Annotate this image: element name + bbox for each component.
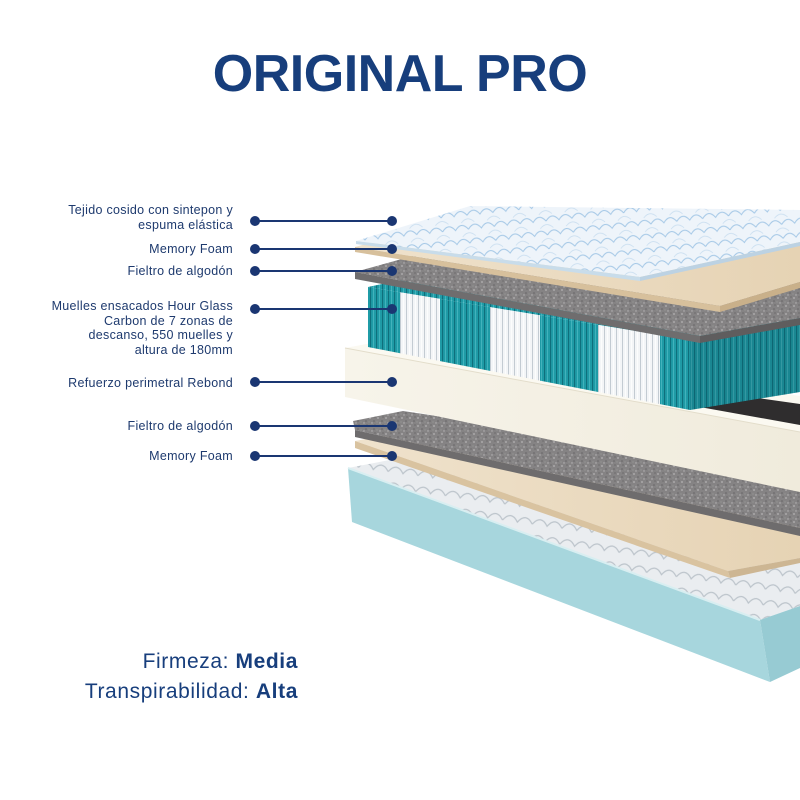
connector-cotton-felt-bottom: [250, 421, 397, 431]
connector-dot: [250, 216, 260, 226]
quilted-top-right-edge: [640, 242, 800, 281]
connector-memory-foam-bottom: [250, 451, 397, 461]
base-front-face: [348, 468, 770, 682]
connector-dot: [387, 451, 397, 461]
cotton-felt-top-right-edge: [700, 318, 800, 343]
layer-base: [347, 459, 800, 682]
connector-pocket-springs: [250, 304, 397, 314]
connector-dot: [250, 377, 260, 387]
label-line: Memory Foam: [149, 449, 233, 463]
memory-foam-top-front-edge: [355, 247, 720, 312]
layer-memory-foam-bottom: [355, 433, 800, 578]
label-line: Muelles ensacados Hour Glass: [51, 299, 233, 313]
cotton-felt-top-front-edge: [355, 272, 700, 343]
product-specs: Firmeza: Media Transpirabilidad: Alta: [0, 647, 298, 707]
label-line: espuma elástica: [138, 217, 233, 232]
springs-right-shade: [690, 318, 800, 410]
label-quilted-fabric: Tejido cosido con sintepon y espuma elás…: [3, 203, 233, 232]
label-line: Fieltro de algodón: [127, 264, 233, 278]
memory-foam-bottom-top-face: [355, 433, 800, 571]
connector-dot: [387, 266, 397, 276]
spec-breathability: Transpirabilidad: Alta: [0, 677, 298, 707]
label-line: Carbon de 7 zonas de: [103, 313, 233, 328]
product-title: ORIGINAL PRO: [212, 45, 588, 103]
rebond-edge-line: [344, 347, 800, 433]
connector-perimeter-rebond: [250, 377, 397, 387]
spec-label: Transpirabilidad:: [84, 680, 250, 703]
label-cotton-felt-top: Fieltro de algodón: [3, 264, 233, 279]
quilted-top-front-edge: [356, 241, 640, 281]
memory-foam-bottom-right-edge: [728, 558, 800, 578]
connector-dot: [387, 216, 397, 226]
label-line: Tejido cosido con sintepon y: [68, 203, 233, 217]
label-perimeter-reinforcement: Refuerzo perimetral Rebond: [3, 376, 233, 391]
cotton-felt-bottom-front-edge: [355, 430, 800, 536]
quilted-top-face: [356, 206, 800, 277]
spec-value: Alta: [255, 680, 298, 703]
spec-firmness: Firmeza: Media: [0, 647, 298, 677]
connector-dot: [387, 304, 397, 314]
connector-dot: [387, 377, 397, 387]
connector-dot: [250, 266, 260, 276]
base-top-face: [348, 459, 800, 620]
connector-dot: [250, 451, 260, 461]
base-right-face: [760, 606, 800, 682]
label-pocket-springs: Muelles ensacados Hour Glass Carbon de 7…: [3, 299, 233, 357]
layer-quilted-top: [356, 206, 800, 281]
label-line: Refuerzo perimetral Rebond: [68, 376, 233, 390]
connector-cotton-felt-top: [250, 266, 397, 276]
cotton-felt-bottom-top-face: [353, 411, 800, 528]
memory-foam-top-right-edge: [720, 282, 800, 312]
label-memory-foam-bottom: Memory Foam: [3, 449, 233, 464]
spec-value: Media: [235, 650, 298, 673]
label-line: Fieltro de algodón: [127, 419, 233, 433]
connector-dot: [250, 304, 260, 314]
connector-dot: [387, 421, 397, 431]
rebond-front-face: [345, 348, 800, 492]
connector-quilted-fabric: [250, 216, 397, 226]
label-cotton-felt-bottom: Fieltro de algodón: [3, 419, 233, 434]
connector-dot: [387, 244, 397, 254]
connector-dot: [250, 421, 260, 431]
connector-memory-foam-top: [250, 244, 397, 254]
springs-right-face: [690, 318, 800, 410]
label-line: Memory Foam: [149, 242, 233, 256]
memory-foam-bottom-front-edge: [355, 441, 730, 578]
layer-cotton-felt-bottom: [353, 411, 800, 536]
label-line: altura de 180mm: [134, 342, 233, 357]
connector-dot: [250, 244, 260, 254]
label-memory-foam-top: Memory Foam: [3, 242, 233, 257]
base-edge-highlight: [347, 467, 761, 621]
spec-label: Firmeza:: [142, 650, 230, 673]
label-line: descanso, 550 muelles y: [88, 328, 233, 342]
connectors: [250, 216, 397, 461]
